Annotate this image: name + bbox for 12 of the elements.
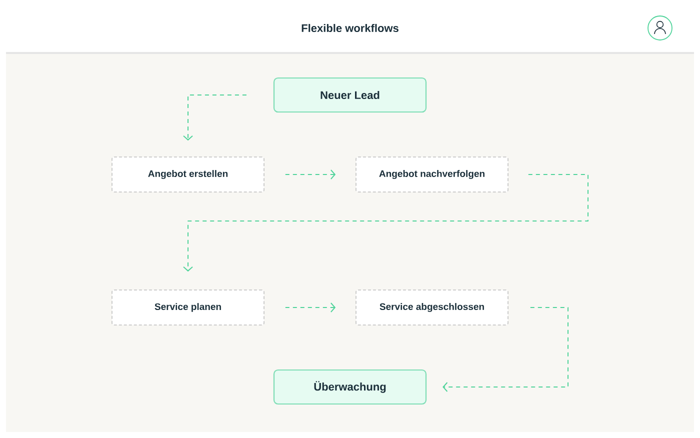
process-box: Service planen xyxy=(112,290,264,326)
arrow xyxy=(284,302,336,312)
arrow xyxy=(183,174,588,272)
arrow xyxy=(183,94,247,141)
header-title: Flexible workflows xyxy=(302,24,398,32)
arrow xyxy=(442,307,568,392)
arrow xyxy=(284,170,336,180)
process-box: Angebot erstellen xyxy=(112,156,264,192)
step-box: Überwachung xyxy=(273,369,427,405)
step-box: Neuer Lead xyxy=(273,77,427,113)
process-box: Service abgeschlossen xyxy=(356,290,508,326)
process-box: Angebot nachverfolgen xyxy=(356,156,508,192)
